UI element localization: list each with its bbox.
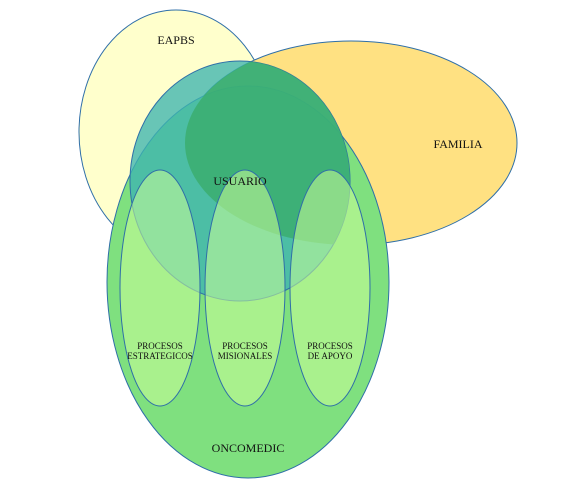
process-label-misionales-line2: MISIONALES bbox=[218, 351, 273, 361]
process-ellipse-estrategicos bbox=[119, 169, 201, 407]
oncomedic-label: ONCOMEDIC bbox=[212, 441, 285, 455]
process-label-de-apoyo-line2: DE APOYO bbox=[308, 351, 353, 361]
usuario-label: USUARIO bbox=[213, 174, 267, 188]
process-label-de-apoyo-line1: PROCESOS bbox=[307, 341, 353, 351]
eapbs-label: EAPBS bbox=[157, 33, 194, 47]
process-label-estrategicos-line2: ESTRATEGICOS bbox=[127, 351, 193, 361]
familia-label: FAMILIA bbox=[433, 137, 482, 151]
process-ellipse-misionales bbox=[204, 169, 286, 407]
process-label-estrategicos-line1: PROCESOS bbox=[137, 341, 183, 351]
process-ellipse-de-apoyo bbox=[289, 169, 371, 407]
process-label-misionales-line1: PROCESOS bbox=[222, 341, 268, 351]
